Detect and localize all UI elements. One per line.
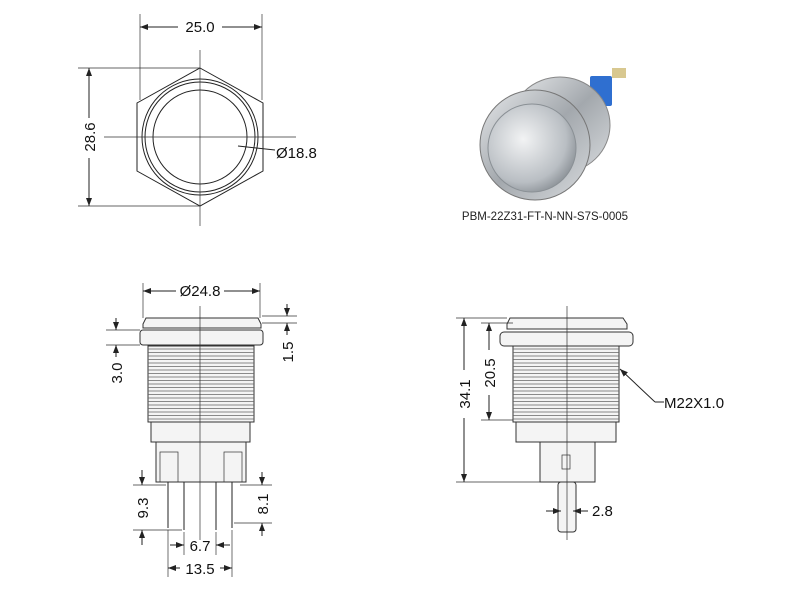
thread-lines — [148, 348, 254, 420]
cap-height-dimension: 1.5 — [280, 342, 297, 363]
pin-spacing-inner: 6.7 — [190, 538, 211, 555]
nut-height-dimension: 3.0 — [109, 363, 126, 384]
side-terminal-block — [539, 441, 596, 483]
thread-length-dimension: 20.5 — [482, 358, 499, 387]
height-dimension: 28.6 — [82, 122, 99, 151]
thread-spec-label: M22X1.0 — [664, 395, 724, 412]
width-dimension: 25.0 — [185, 19, 214, 36]
button-cap — [487, 103, 577, 193]
terminal-tab — [612, 68, 626, 78]
housing — [150, 421, 251, 443]
front-view: Ø24.8 3.0 1.5 9.3 8.1 6.7 13.5 — [106, 283, 297, 578]
side-view: 34.1 20.5 M22X1.0 2.8 — [456, 306, 724, 540]
product-photo: PBM-22Z31-FT-N-NN-S7S-0005 — [462, 68, 628, 223]
terminal-width-dimension: 2.8 — [592, 503, 613, 520]
thread-lines — [513, 348, 619, 420]
nut — [139, 329, 264, 346]
top-view: 25.0 28.6 Ø18.8 — [78, 14, 317, 226]
overall-length-dimension: 34.1 — [457, 379, 474, 408]
diameter-dimension: Ø18.8 — [276, 145, 317, 162]
terminal-block — [155, 441, 247, 483]
pin-length-left: 9.3 — [135, 498, 152, 519]
side-nut — [499, 331, 634, 347]
pin-length-right: 8.1 — [255, 494, 272, 515]
pin-spacing-outer: 13.5 — [185, 561, 214, 578]
cap — [142, 317, 262, 329]
front-diameter-dimension: Ø24.8 — [180, 283, 221, 300]
product-code-label: PBM-22Z31-FT-N-NN-S7S-0005 — [462, 211, 628, 223]
side-housing — [515, 421, 617, 443]
